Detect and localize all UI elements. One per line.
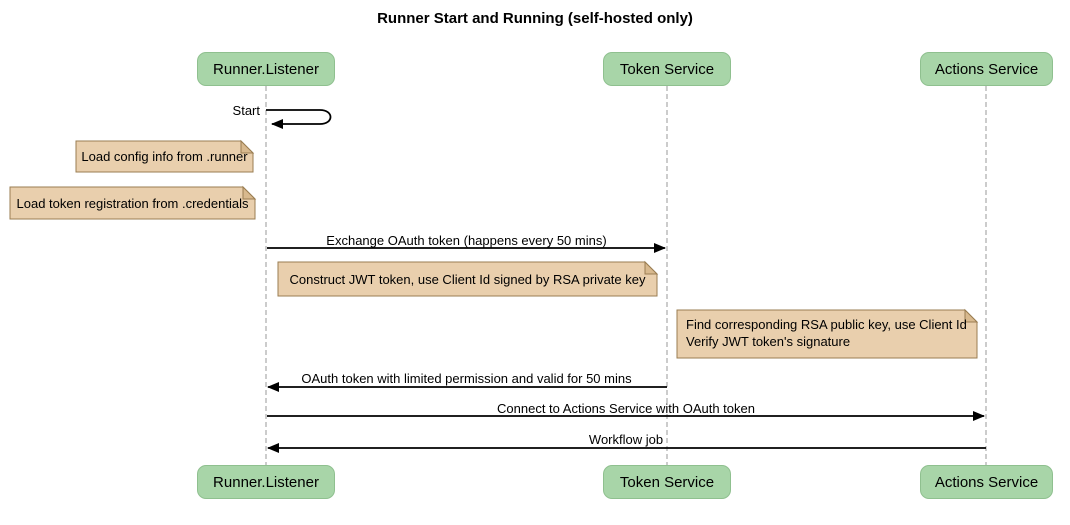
- participant-label: Runner.Listener: [213, 473, 319, 491]
- participant-top-token-service: Token Service: [603, 52, 731, 86]
- note-load-token-registration: Load token registration from .credential…: [16, 195, 249, 211]
- diagram-title: Runner Start and Running (self-hosted on…: [377, 10, 693, 27]
- note-fold-icon: [242, 185, 257, 200]
- message-label-workflow-job: Workflow job: [588, 432, 664, 447]
- message-label-exchange-oauth-token: Exchange OAuth token (happens every 50 m…: [326, 233, 607, 248]
- note-fold-icon: [644, 260, 659, 275]
- note-shape-construct-jwt: [277, 261, 658, 297]
- participant-label: Token Service: [619, 60, 715, 78]
- note-load-config: Load config info from .runner: [81, 149, 248, 164]
- message-label-connect-actions-service: Connect to Actions Service with OAuth to…: [497, 401, 755, 416]
- self-message-arrow-start: [266, 109, 332, 129]
- participant-label: Runner.Listener: [213, 60, 319, 78]
- participant-label: Actions Service: [934, 60, 1039, 78]
- participant-top-runner-listener: Runner.Listener: [197, 52, 335, 86]
- note-fold-icon: [240, 139, 255, 154]
- participant-bottom-actions-service: Actions Service: [920, 465, 1053, 499]
- note-shape-load-config: [75, 140, 254, 173]
- participant-bottom-token-service: Token Service: [603, 465, 731, 499]
- note-fold-icon: [964, 308, 979, 323]
- participant-label: Actions Service: [934, 473, 1039, 491]
- participant-bottom-runner-listener: Runner.Listener: [197, 465, 335, 499]
- note-line: Find corresponding RSA public key, use C…: [686, 317, 967, 332]
- participant-top-actions-service: Actions Service: [920, 52, 1053, 86]
- note-shape-find-rsa-key: [676, 309, 978, 359]
- message-label-oauth-token-return: OAuth token with limited permission and …: [301, 371, 632, 386]
- participant-label: Token Service: [619, 473, 715, 491]
- note-line: Verify JWT token's signature: [686, 334, 851, 349]
- message-label-start: Start: [232, 103, 260, 118]
- note-find-rsa-key: Find corresponding RSA public key, use C…: [677, 310, 977, 358]
- note-construct-jwt: Construct JWT token, use Client Id signe…: [289, 271, 646, 287]
- note-shape-load-token-registration: [9, 186, 256, 220]
